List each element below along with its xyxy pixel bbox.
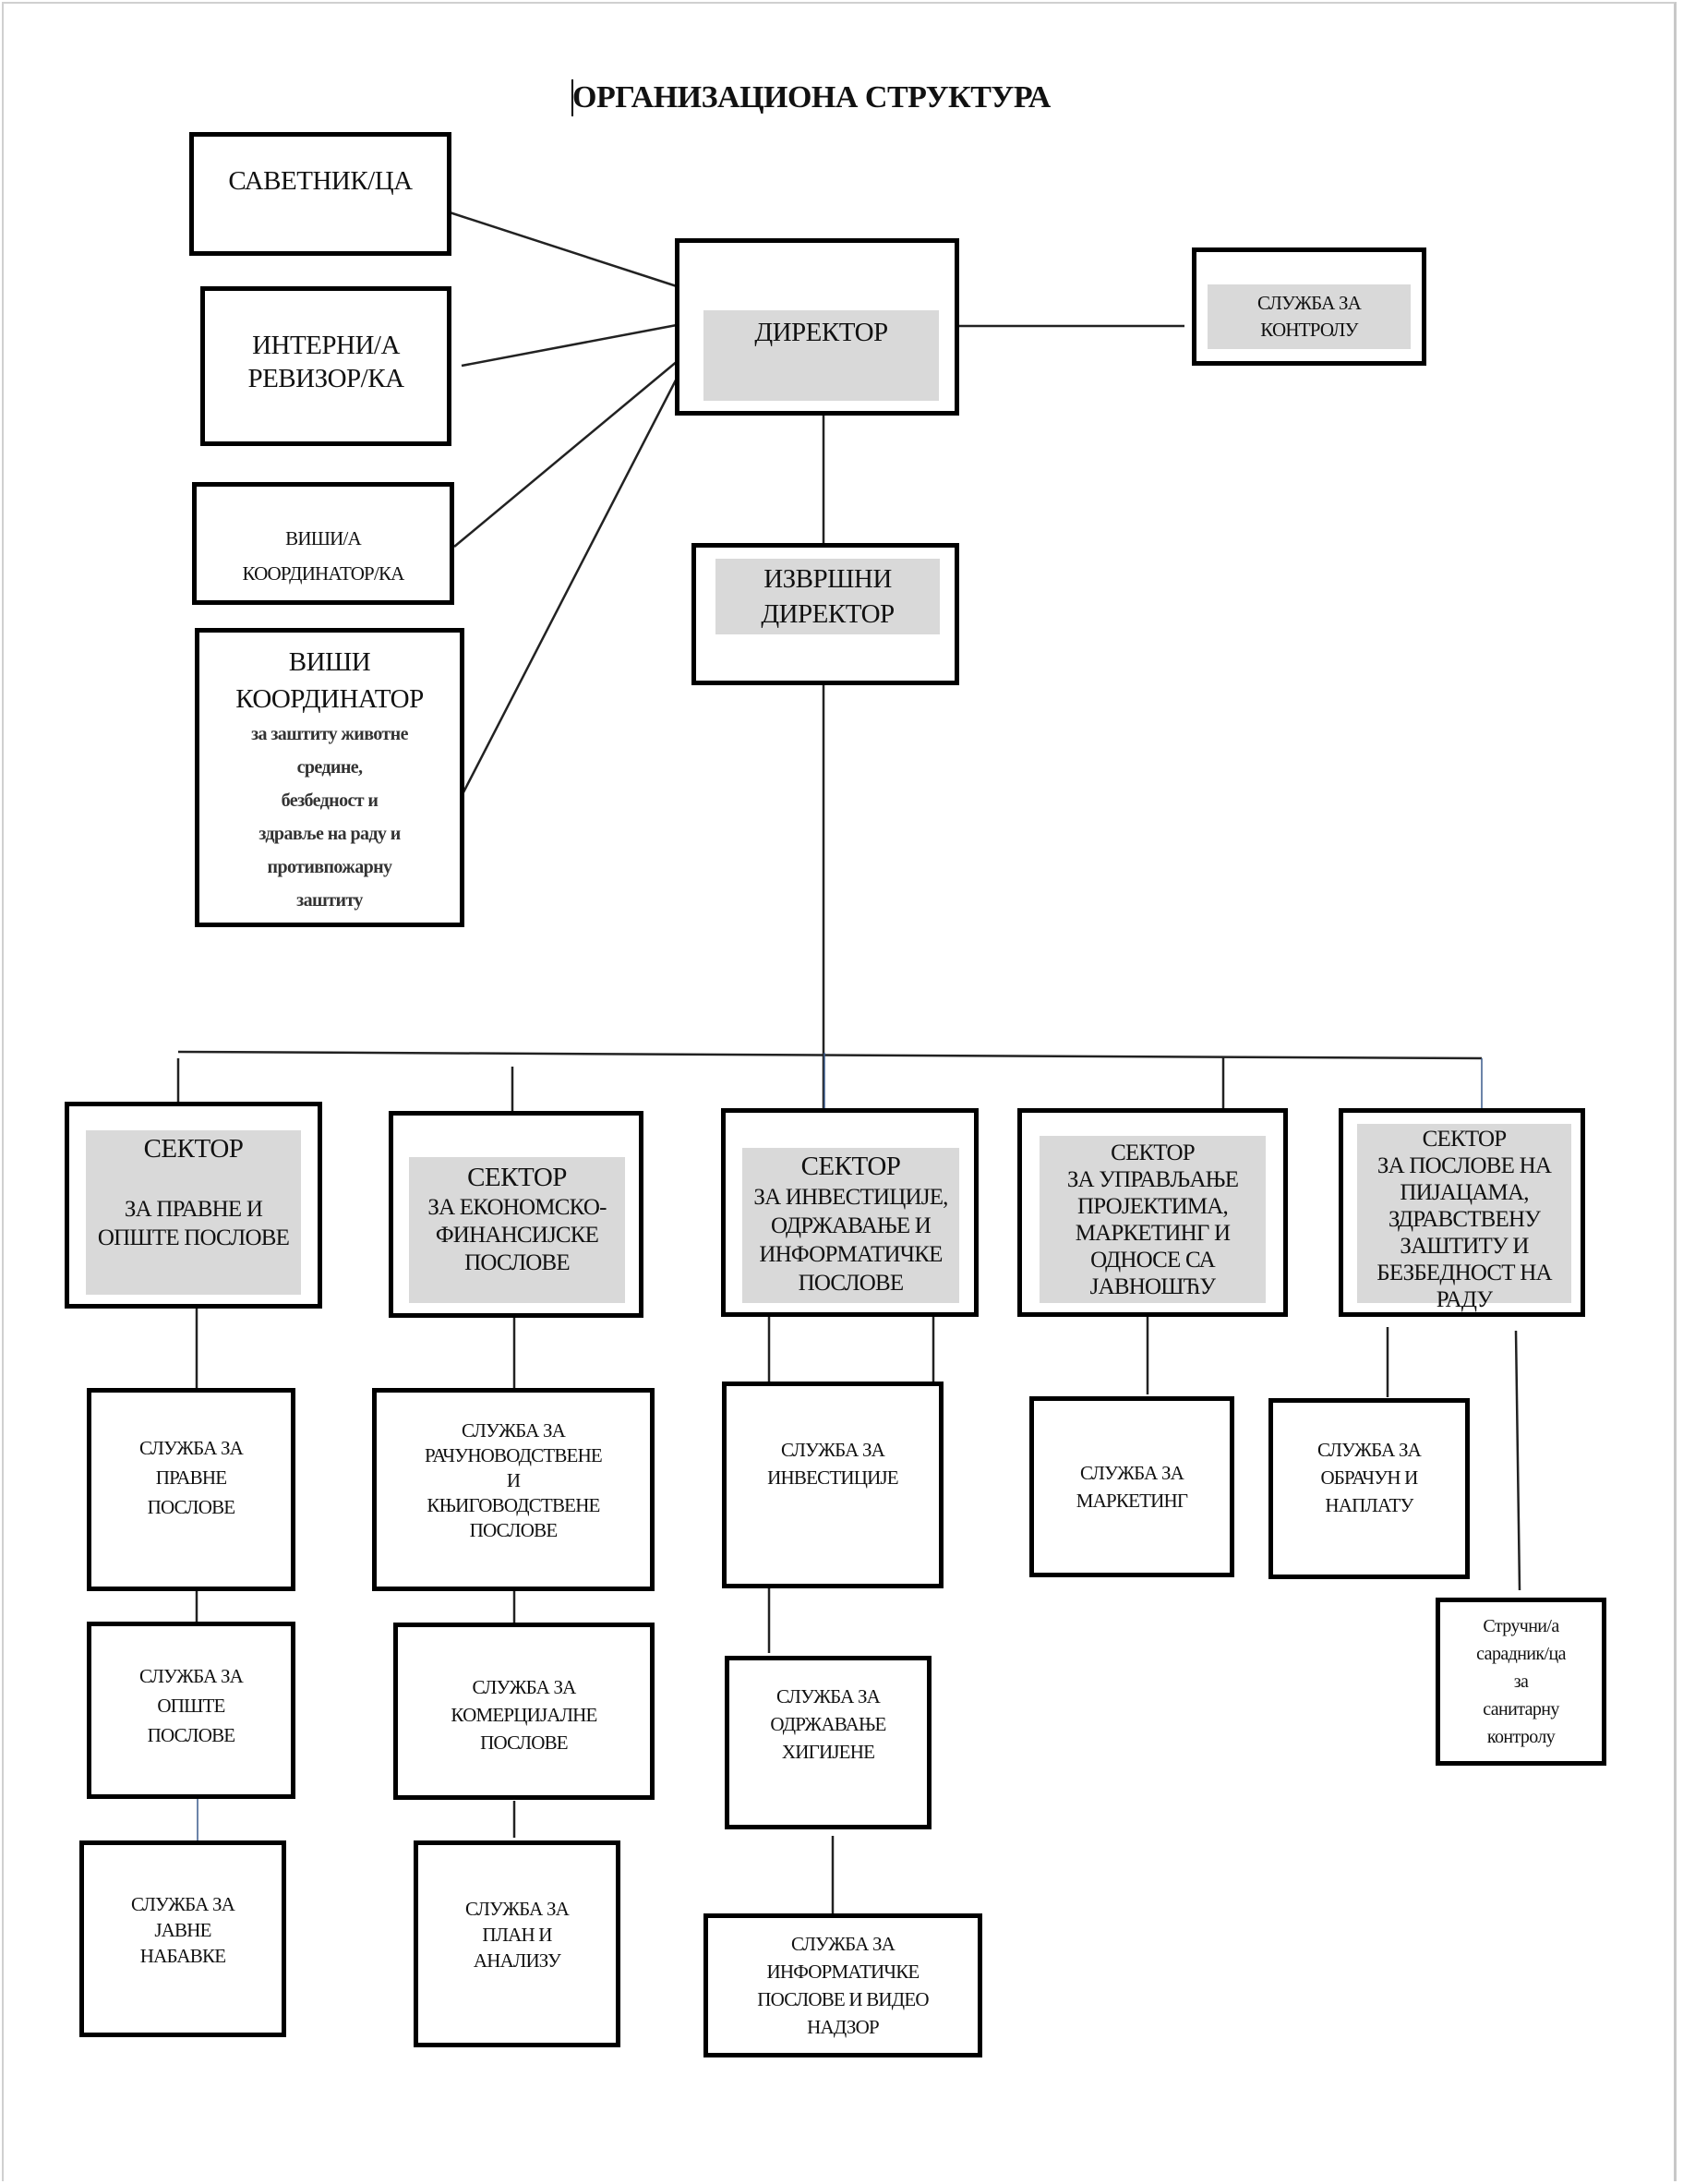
- director-shade: ДИРЕКТОР: [703, 310, 939, 401]
- internal-auditor-box[interactable]: ИНТЕРНИ/А РЕВИЗОР/КА: [200, 286, 451, 446]
- service-label: СЛУЖБА ЗА ИНВЕСТИЦИЈЕ: [767, 1439, 899, 1489]
- service-marketing-box[interactable]: СЛУЖБА ЗА МАРКЕТИНГ: [1029, 1396, 1234, 1577]
- control-service-shade: СЛУЖБА ЗА КОНТРОЛУ: [1208, 284, 1411, 349]
- service-general-box[interactable]: СЛУЖБА ЗА ОПШТЕ ПОСЛОВЕ: [87, 1622, 295, 1799]
- service-investments-box[interactable]: СЛУЖБА ЗА ИНВЕСТИЦИЈЕ: [722, 1382, 944, 1588]
- sector-shade: СЕКТОР ЗА ПОСЛОВЕ НА ПИЈАЦАМА, ЗДРАВСТВЕ…: [1357, 1124, 1571, 1312]
- text-cursor: [571, 79, 573, 116]
- sector-label: ЗА ЕКОНОМСКО- ФИНАНСИЈСКЕ ПОСЛОВЕ: [427, 1195, 607, 1275]
- service-hygiene-box[interactable]: СЛУЖБА ЗА ОДРЖАВАЊЕ ХИГИЈЕНЕ: [725, 1656, 932, 1829]
- executive-director-shade: ИЗВРШНИ ДИРЕКТОР: [715, 559, 940, 634]
- sector-markets-health-box[interactable]: СЕКТОР ЗА ПОСЛОВЕ НА ПИЈАЦАМА, ЗДРАВСТВЕ…: [1339, 1108, 1585, 1317]
- service-it-video-box[interactable]: СЛУЖБА ЗА ИНФОРМАТИЧКЕ ПОСЛОВЕ И ВИДЕО Н…: [703, 1913, 982, 2057]
- senior-coordinator-safety-label: ВИШИ КООРДИНАТОР за заштиту животне сред…: [235, 647, 424, 911]
- service-procurement-box[interactable]: СЛУЖБА ЗА ЈАВНЕ НАБАВКЕ: [79, 1840, 286, 2037]
- service-label: СЛУЖБА ЗА ОПШТЕ ПОСЛОВЕ: [138, 1665, 244, 1746]
- service-label: СЛУЖБА ЗА ПРАВНЕ ПОСЛОВЕ: [138, 1437, 244, 1518]
- control-service-label: СЛУЖБА ЗА КОНТРОЛУ: [1256, 292, 1362, 341]
- page-title: ОРГАНИЗАЦИОНА СТРУКТУРА: [572, 80, 1051, 115]
- service-label: СЛУЖБА ЗА КОМЕРЦИЈАЛНЕ ПОСЛОВЕ: [451, 1676, 597, 1754]
- sector-label: СЕКТОР ЗА ПОСЛОВЕ НА ПИЈАЦАМА, ЗДРАВСТВЕ…: [1376, 1127, 1552, 1312]
- service-label: СЛУЖБА ЗА ЈАВНЕ НАБАВКЕ: [130, 1893, 235, 1967]
- service-label: СЛУЖБА ЗА МАРКЕТИНГ: [1076, 1462, 1188, 1512]
- connector-senior-coordinator-director: [453, 359, 679, 548]
- sector-shade: СЕКТОР ЗА ПРАВНЕ И ОПШТЕ ПОСЛОВЕ: [86, 1130, 301, 1295]
- service-label: СЛУЖБА ЗА ИНФОРМАТИЧКЕ ПОСЛОВЕ И ВИДЕО Н…: [757, 1933, 929, 2038]
- senior-coordinator-safety-box[interactable]: ВИШИ КООРДИНАТОР за заштиту животне сред…: [195, 628, 464, 927]
- service-label: СЛУЖБА ЗА РАЧУНОВОДСТВЕНЕ И КЊИГОВОДСТВЕ…: [425, 1418, 603, 1541]
- sector-economic-financial-box[interactable]: СЕКТОР ЗА ЕКОНОМСКО- ФИНАНСИЈСКЕ ПОСЛОВЕ: [389, 1111, 643, 1318]
- sector-heading: СЕКТОР: [467, 1163, 567, 1192]
- senior-coordinator-label: ВИШИ/А КООРДИНАТОР/КА: [242, 526, 404, 585]
- sector-investments-box[interactable]: СЕКТОР ЗА ИНВЕСТИЦИЈЕ, ОДРЖАВАЊЕ И ИНФОР…: [721, 1108, 979, 1317]
- executive-director-box[interactable]: ИЗВРШНИ ДИРЕКТОР: [691, 543, 959, 685]
- sector-label: ЗА ПРАВНЕ И ОПШТЕ ПОСЛОВЕ: [97, 1197, 290, 1250]
- service-commercial-box[interactable]: СЛУЖБА ЗА КОМЕРЦИЈАЛНЕ ПОСЛОВЕ: [393, 1623, 655, 1800]
- connector-auditor-director: [461, 323, 678, 368]
- service-plan-analysis-box[interactable]: СЛУЖБА ЗА ПЛАН И АНАЛИЗУ: [414, 1840, 620, 2047]
- advisor-box[interactable]: САВЕТНИК/ЦА: [189, 132, 451, 256]
- control-service-box[interactable]: СЛУЖБА ЗА КОНТРОЛУ: [1192, 247, 1426, 366]
- sector-projects-marketing-box[interactable]: СЕКТОР ЗА УПРАВЉАЊЕ ПРОЈЕКТИМА, МАРКЕТИН…: [1017, 1108, 1288, 1317]
- sector-label: ЗА ИНВЕСТИЦИЈЕ, ОДРЖАВАЊЕ И ИНФОРМАТИЧКЕ…: [753, 1185, 948, 1296]
- service-label: СЛУЖБА ЗА ОДРЖАВАЊЕ ХИГИЈЕНЕ: [770, 1685, 886, 1763]
- sector-heading: СЕКТОР: [1422, 1127, 1508, 1152]
- sanitary-control-associate-box[interactable]: Стручни/а сарадник/ца за санитарну контр…: [1436, 1598, 1606, 1766]
- service-billing-box[interactable]: СЛУЖБА ЗА ОБРАЧУН И НАПЛАТУ: [1268, 1398, 1470, 1579]
- sector-heading: СЕКТОР: [800, 1152, 901, 1181]
- sector-legal-general-box[interactable]: СЕКТОР ЗА ПРАВНЕ И ОПШТЕ ПОСЛОВЕ: [65, 1102, 322, 1309]
- sector-shade: СЕКТОР ЗА УПРАВЉАЊЕ ПРОЈЕКТИМА, МАРКЕТИН…: [1040, 1136, 1266, 1303]
- sector-shade: СЕКТОР ЗА ЕКОНОМСКО- ФИНАНСИЈСКЕ ПОСЛОВЕ: [409, 1157, 625, 1303]
- director-box[interactable]: ДИРЕКТОР: [675, 238, 959, 416]
- service-legal-box[interactable]: СЛУЖБА ЗА ПРАВНЕ ПОСЛОВЕ: [87, 1388, 295, 1591]
- sector-label: СЕКТОР ЗА УПРАВЉАЊЕ ПРОЈЕКТИМА, МАРКЕТИН…: [1066, 1140, 1239, 1299]
- s5-link-2: [1514, 1330, 1521, 1591]
- sector-bus: [177, 1050, 1483, 1060]
- service-label: СЛУЖБА ЗА ПЛАН И АНАЛИЗУ: [464, 1898, 570, 1972]
- internal-auditor-label: ИНТЕРНИ/А РЕВИЗОР/КА: [247, 330, 404, 393]
- connector-safety-coordinator-director: [462, 368, 683, 793]
- senior-coordinator-box[interactable]: ВИШИ/А КООРДИНАТОР/КА: [192, 482, 454, 605]
- sector-heading: СЕКТОР: [143, 1134, 244, 1164]
- connector-advisor-director: [449, 211, 678, 288]
- executive-director-label: ИЗВРШНИ ДИРЕКТОР: [761, 564, 895, 629]
- advisor-label: САВЕТНИК/ЦА: [228, 166, 413, 196]
- director-label: ДИРЕКТОР: [754, 318, 888, 347]
- service-accounting-box[interactable]: СЛУЖБА ЗА РАЧУНОВОДСТВЕНЕ И КЊИГОВОДСТВЕ…: [372, 1388, 655, 1591]
- sector-shade: СЕКТОР ЗА ИНВЕСТИЦИЈЕ, ОДРЖАВАЊЕ И ИНФОР…: [742, 1148, 959, 1303]
- sector-heading: СЕКТОР: [1111, 1140, 1196, 1165]
- service-label: Стручни/а сарадник/ца за санитарну контр…: [1476, 1616, 1566, 1747]
- service-label: СЛУЖБА ЗА ОБРАЧУН И НАПЛАТУ: [1316, 1439, 1422, 1516]
